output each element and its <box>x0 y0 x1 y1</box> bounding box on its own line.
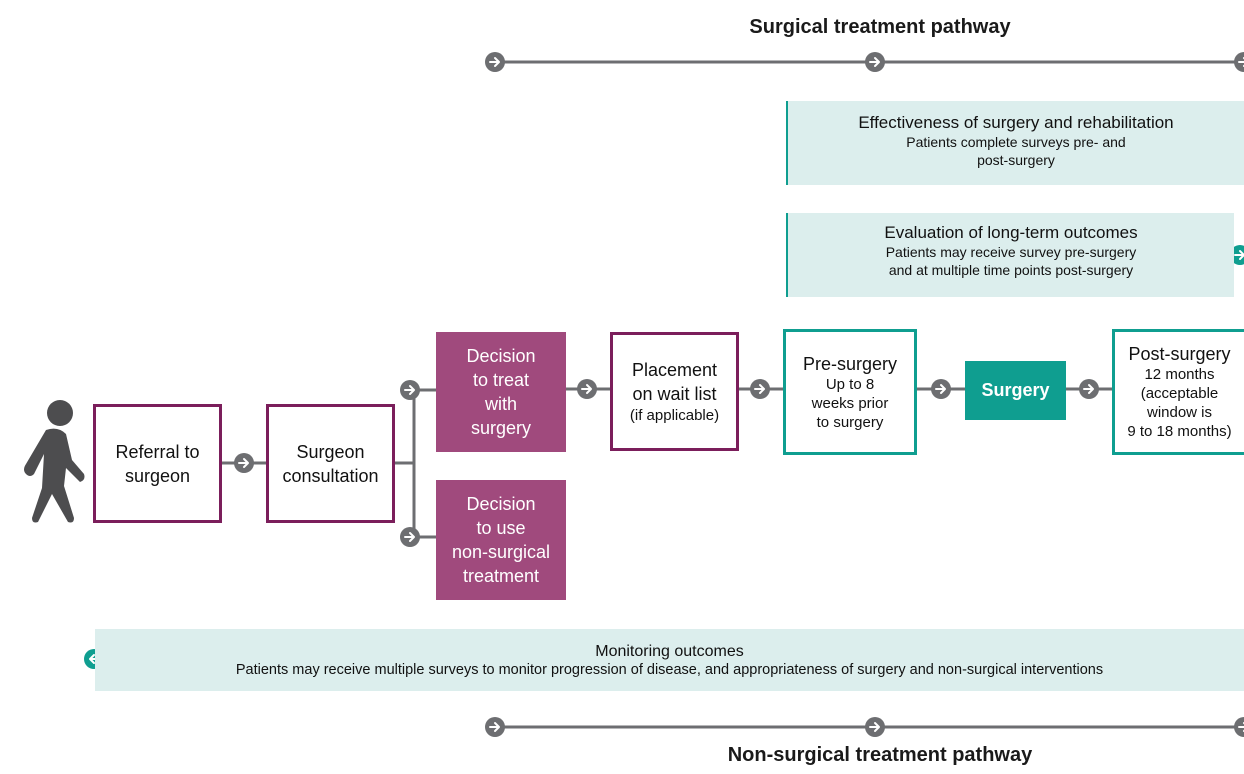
post-surgery-title: Post-surgery <box>1128 344 1231 364</box>
arrow-to-presurgery-icon <box>749 378 771 400</box>
pathway-mid-arrow-icon <box>864 51 886 73</box>
decision-surgery-line-1: Decision <box>466 346 536 366</box>
decision-nonsurgical-line-3: non-surgical <box>451 542 551 562</box>
wait-list-box: Placement on wait list (if applicable) <box>610 332 739 451</box>
referral-line-2: surgeon <box>124 465 191 486</box>
arrow-to-postsurgery-icon <box>1078 378 1100 400</box>
decision-surgery-line-3: with <box>484 394 517 414</box>
pre-surgery-title: Pre-surgery <box>802 353 898 374</box>
nonsurgical-pathway-title: Non-surgical treatment pathway <box>727 744 1033 766</box>
surgery-box: Surgery <box>965 361 1066 420</box>
effectiveness-line-1: Patients complete surveys pre- and <box>906 134 1126 150</box>
decision-nonsurgical-line-1: Decision <box>466 494 536 514</box>
arrow-to-consultation-icon <box>233 452 255 474</box>
pathway-end-arrow-icon <box>1233 51 1244 73</box>
wait-list-note: (if applicable) <box>629 406 720 424</box>
surgical-pathway-title: Surgical treatment pathway <box>749 16 1011 38</box>
effectiveness-line-2: post-surgery <box>977 152 1055 168</box>
consultation-line-2: consultation <box>282 465 379 486</box>
referral-line-1: Referral to <box>115 441 200 462</box>
decision-nonsurgical-line-4: treatment <box>462 566 540 586</box>
long-term-band: Evaluation of long-term outcomes Patient… <box>786 213 1234 297</box>
pre-surgery-line-2: weeks prior <box>811 394 889 412</box>
decision-surgery-box: Decision to treat with surgery <box>436 332 566 452</box>
post-surgery-box: Post-surgery 12 months (acceptable windo… <box>1112 329 1244 455</box>
nonsurgical-mid-arrow-icon <box>864 716 886 738</box>
walking-person-icon <box>24 400 85 523</box>
arrow-to-surgery-icon <box>930 378 952 400</box>
wait-list-line-2: on wait list <box>632 383 717 404</box>
wait-list-line-1: Placement <box>631 359 718 380</box>
pre-surgery-box: Pre-surgery Up to 8 weeks prior to surge… <box>783 329 917 455</box>
post-surgery-line-4: 9 to 18 months) <box>1127 423 1232 440</box>
arrow-to-nonsurgical-decision-icon <box>399 526 421 548</box>
nonsurgical-start-arrow-icon <box>484 716 506 738</box>
decision-nonsurgical-line-2: to use <box>476 518 526 538</box>
monitoring-line-1: Patients may receive multiple surveys to… <box>235 662 1104 678</box>
arrow-to-waitlist-icon <box>576 378 598 400</box>
post-surgery-line-1: 12 months <box>1144 366 1215 383</box>
long-term-line-2: and at multiple time points post-surgery <box>888 262 1134 278</box>
arrow-to-surgery-decision-icon <box>399 379 421 401</box>
pre-surgery-line-1: Up to 8 <box>825 375 875 393</box>
surgeon-consultation-box: Surgeon consultation <box>266 404 395 523</box>
surgery-label: Surgery <box>981 380 1050 400</box>
decision-nonsurgical-box: Decision to use non-surgical treatment <box>436 480 566 600</box>
decision-surgery-line-4: surgery <box>470 418 532 438</box>
effectiveness-band: Effectiveness of surgery and rehabilitat… <box>786 101 1244 185</box>
pre-surgery-line-3: to surgery <box>816 413 884 431</box>
monitoring-heading: Monitoring outcomes <box>595 643 744 660</box>
referral-to-surgeon-box: Referral to surgeon <box>93 404 222 523</box>
nonsurgical-end-arrow-icon <box>1233 716 1244 738</box>
post-surgery-line-2: (acceptable <box>1140 385 1219 402</box>
post-surgery-line-3: window is <box>1146 404 1213 421</box>
effectiveness-heading: Effectiveness of surgery and rehabilitat… <box>858 113 1174 132</box>
long-term-line-1: Patients may receive survey pre-surgery <box>885 244 1137 260</box>
monitoring-band: Monitoring outcomes Patients may receive… <box>95 629 1244 691</box>
decision-surgery-line-2: to treat <box>472 370 530 390</box>
long-term-heading: Evaluation of long-term outcomes <box>884 223 1138 242</box>
consultation-line-1: Surgeon <box>296 441 365 462</box>
pathway-start-arrow-icon <box>484 51 506 73</box>
